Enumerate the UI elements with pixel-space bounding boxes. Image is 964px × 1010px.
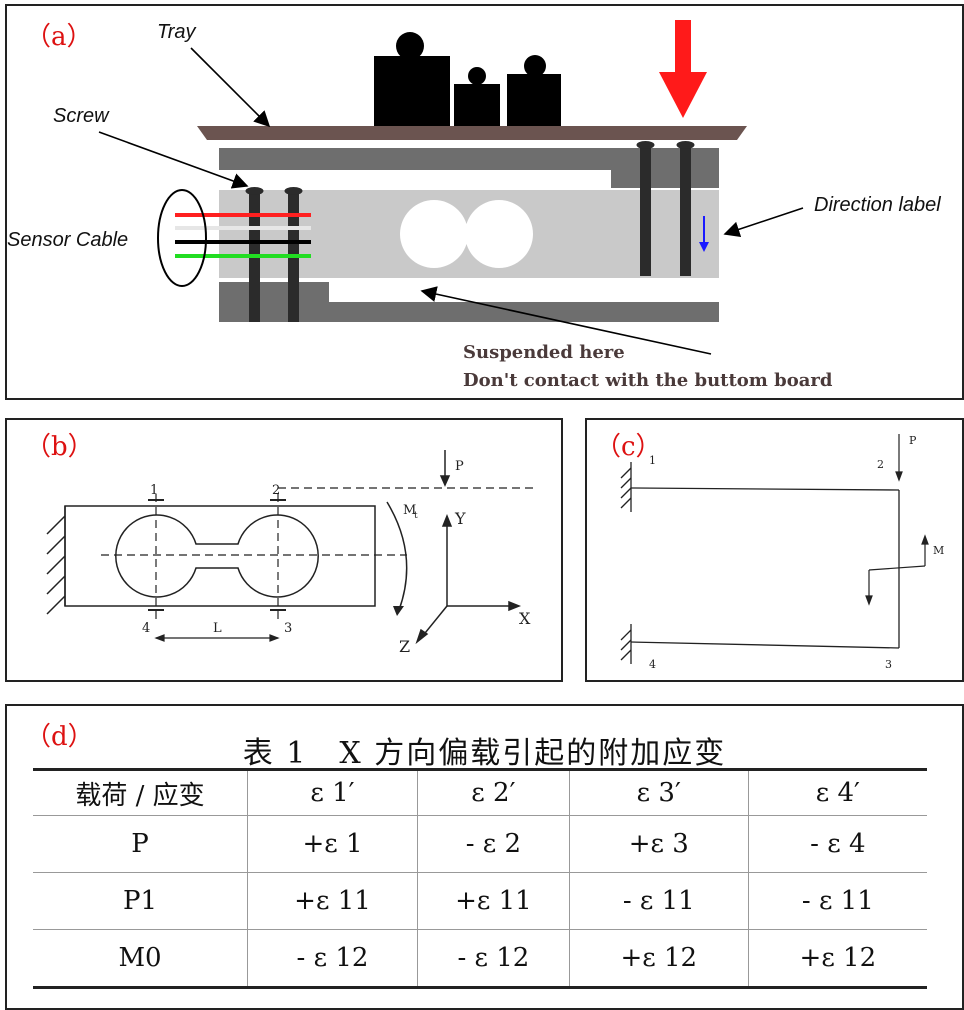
- table-cell: - ε 11: [747, 872, 927, 930]
- load-cell-diagram: Tray Screw Sensor Cable Direction label …: [7, 20, 941, 391]
- moment-arrow-icon-c: [865, 534, 929, 606]
- direction-arrow-icon: [699, 216, 709, 252]
- suspended-leader: [420, 286, 712, 355]
- screw-leader: [98, 131, 249, 189]
- table-row: M0 - ε 12 - ε 12 +ε 12 +ε 12: [33, 929, 927, 989]
- header-cell: ε 3′: [568, 768, 749, 816]
- node-4-c: 4: [649, 658, 656, 671]
- table-cell: M0: [33, 929, 248, 989]
- table-row: P1 +ε 11 +ε 11 - ε 11 - ε 11: [33, 872, 927, 930]
- sensor-cable-wires: [175, 213, 311, 258]
- sensor-cable-label: Sensor Cable: [7, 229, 128, 251]
- tray-label: Tray: [157, 21, 197, 43]
- table-row: P +ε 1 - ε 2 +ε 3 - ε 4: [33, 815, 927, 873]
- cable-ellipse: [157, 189, 207, 287]
- note-line-2: Don't contact with the buttom board: [463, 370, 833, 391]
- length-label: L: [213, 621, 222, 636]
- load-arrow-icon: [659, 20, 707, 118]
- panel-b: （b） 1 2 4 3: [5, 418, 563, 682]
- beam-hole-left: [400, 200, 468, 268]
- centerlines: [101, 487, 537, 620]
- table-header-row: 载荷 / 应变 ε 1′ ε 2′ ε 3′ ε 4′: [33, 768, 927, 816]
- panel-c-label: （c）: [595, 432, 662, 462]
- axis-y: Y: [454, 509, 466, 528]
- table-cell: - ε 4: [747, 815, 927, 873]
- dumbbell-hole: [115, 514, 319, 598]
- load-p-label-c: P: [909, 434, 917, 447]
- tray-leader: [190, 47, 271, 128]
- panel-d: （d） 表 1 X 方向偏载引起的附加应变 载荷 / 应变 ε 1′ ε 2′ …: [5, 704, 964, 1010]
- header-cell: ε 4′: [747, 768, 927, 816]
- axes: [415, 513, 522, 645]
- direction-leader: [723, 207, 804, 238]
- node-3-c: 3: [885, 658, 892, 671]
- beam-strain-gauge-diagram: 1 2 4 3 L P M t Y X Z: [46, 450, 537, 656]
- load-p-arrow-icon-c: [895, 434, 903, 482]
- axis-z: Z: [399, 637, 410, 656]
- length-dimension: [154, 634, 280, 642]
- table-cell: - ε 2: [416, 815, 570, 873]
- direction-label-text: Direction label: [814, 194, 941, 216]
- fixed-support-hatch: [46, 506, 66, 615]
- node-2-c: 2: [877, 458, 884, 471]
- beam-hole-right: [465, 200, 533, 268]
- fixed-support-top: [620, 462, 632, 512]
- moment-label-c: M: [933, 544, 944, 557]
- load-p-arrow-icon: [439, 450, 451, 487]
- header-cell: 载荷 / 应变: [33, 768, 248, 816]
- cantilever-model-diagram: 1 2 3 4 P M: [620, 434, 944, 671]
- top-plate: [219, 148, 719, 188]
- strain-table: 载荷 / 应变 ε 1′ ε 2′ ε 3′ ε 4′ P +ε 1 - ε 2…: [33, 768, 927, 989]
- header-cell: ε 1′: [247, 768, 418, 816]
- table-title: 表 1 X 方向偏载引起的附加应变: [242, 736, 727, 771]
- table-cell: +ε 11: [416, 872, 570, 930]
- bottom-plate: [219, 282, 719, 322]
- table-cell: +ε 3: [568, 815, 749, 873]
- table-cell: +ε 1: [247, 815, 418, 873]
- node-1-c: 1: [649, 454, 656, 467]
- beam-outline: [64, 505, 376, 607]
- table-cell: P: [33, 815, 248, 873]
- table-cell: +ε 11: [247, 872, 418, 930]
- panel-a: （a）: [5, 4, 964, 400]
- panel-c: （c） 1 2 3 4 P: [585, 418, 964, 682]
- note-line-1: Suspended here: [463, 342, 625, 363]
- table-cell: +ε 12: [568, 929, 749, 989]
- axis-x: X: [519, 609, 531, 628]
- tray: [197, 126, 747, 140]
- table-cell: +ε 12: [747, 929, 927, 989]
- panel-a-label: （a）: [25, 22, 93, 52]
- load-p-label: P: [455, 459, 464, 474]
- gauge-marks: [148, 499, 286, 611]
- table-cell: - ε 12: [247, 929, 418, 989]
- header-cell: ε 2′: [416, 768, 570, 816]
- panel-b-label: （b）: [25, 432, 94, 462]
- panel-d-label: （d）: [25, 722, 94, 752]
- moment-arc: [386, 501, 408, 611]
- fixed-support-bottom: [620, 624, 632, 664]
- node-2: 2: [272, 483, 280, 498]
- node-4: 4: [142, 621, 150, 636]
- node-3: 3: [284, 621, 292, 636]
- weights: [374, 32, 561, 128]
- table-cell: - ε 12: [416, 929, 570, 989]
- moment-label: M: [403, 503, 416, 518]
- frame-lines: [630, 487, 900, 649]
- table-cell: P1: [33, 872, 248, 930]
- node-1: 1: [150, 483, 158, 498]
- moment-sub: t: [414, 511, 418, 521]
- screw-label: Screw: [53, 105, 110, 127]
- table-cell: - ε 11: [568, 872, 749, 930]
